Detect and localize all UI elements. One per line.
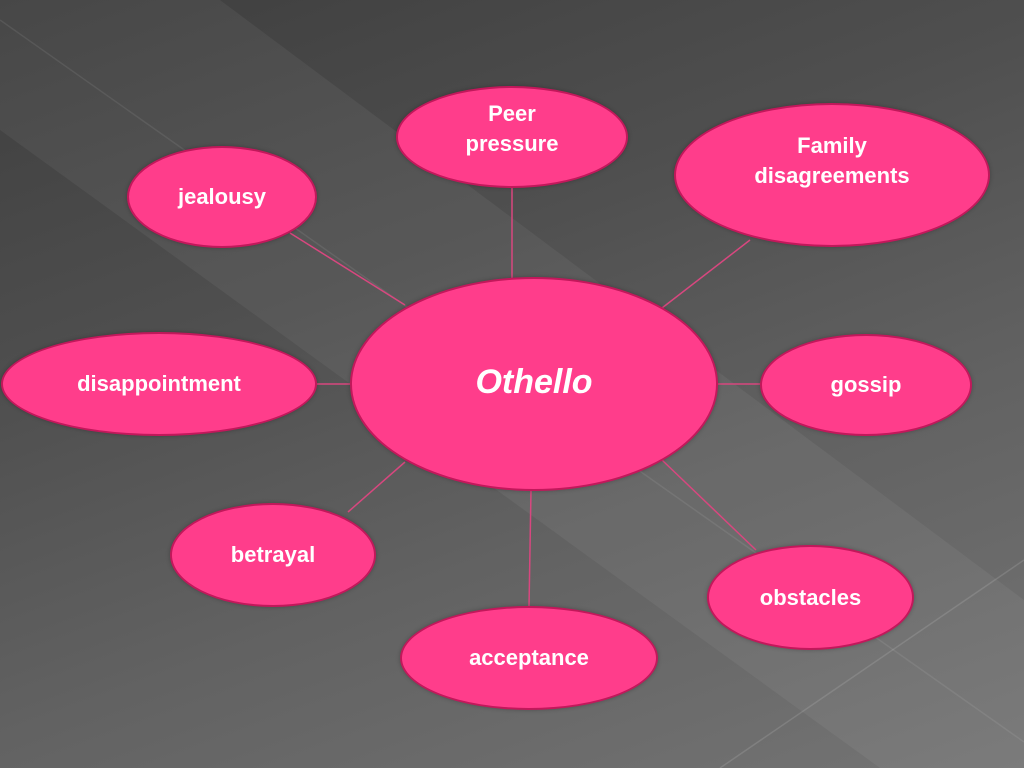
connector-family [661,239,751,309]
node-family-disagreements: Family disagreements [674,103,990,247]
node-acceptance: acceptance [400,606,658,710]
background-corner-line [719,559,1024,768]
connector-betrayal [347,461,406,513]
node-obstacles: obstacles [707,545,914,650]
node-betrayal: betrayal [170,503,376,607]
connector-acceptance [528,489,532,608]
center-node-othello: Othello [350,277,718,491]
node-jealousy: jealousy [127,146,317,248]
node-gossip: gossip [760,334,972,436]
node-disappointment: disappointment [1,332,317,436]
connector-obstacles [661,459,757,551]
node-peer-pressure: Peer pressure [396,86,628,188]
connector-jealousy [289,232,406,306]
